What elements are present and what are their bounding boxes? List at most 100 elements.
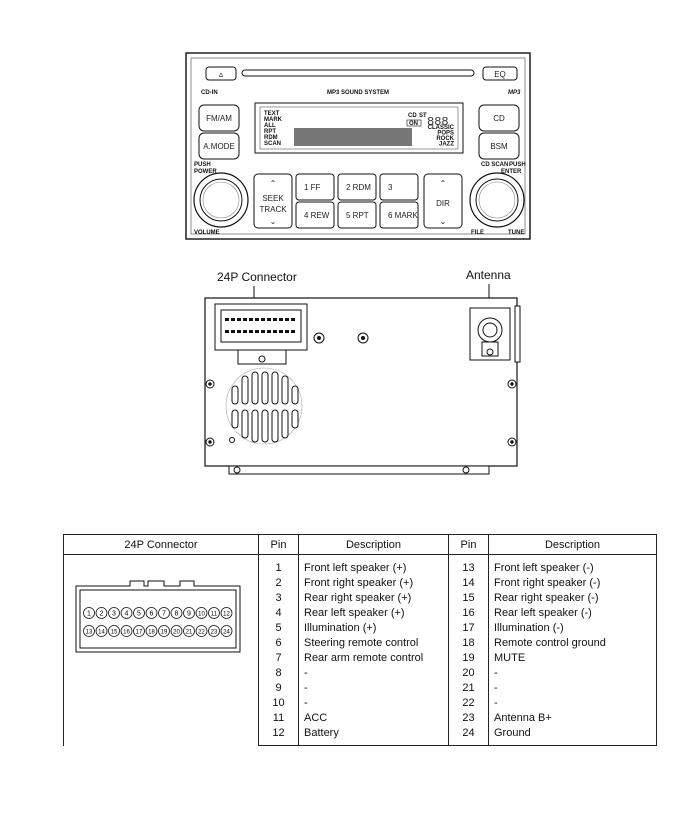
connector-pin-number: 19 bbox=[161, 630, 168, 636]
header-description-a: Description bbox=[298, 534, 449, 555]
eq-label: EQ bbox=[494, 70, 506, 79]
connector-pin-number: 1 bbox=[87, 611, 91, 618]
display-st: ST bbox=[419, 113, 427, 119]
pin-description: - bbox=[298, 666, 449, 681]
power-label: POWER bbox=[194, 169, 217, 175]
pin-table-row: 10-22- bbox=[64, 696, 657, 711]
connector-pin-circle bbox=[158, 625, 170, 637]
connector-pin-number: 12 bbox=[223, 612, 230, 618]
svg-text:⌃: ⌃ bbox=[440, 179, 447, 188]
connector-pin-circle bbox=[220, 607, 233, 619]
pin-number: 23 bbox=[448, 711, 489, 726]
connector-pin-number: 3 bbox=[112, 611, 116, 618]
pin-number: 2 bbox=[258, 576, 299, 591]
connector-pin-circle bbox=[195, 625, 208, 637]
mp3-logo: MP3 bbox=[508, 90, 521, 96]
a-mode-button[interactable]: A.MODE bbox=[198, 132, 240, 160]
rear-connector-pin bbox=[267, 330, 271, 333]
pin-description: Battery bbox=[298, 726, 449, 746]
rear-connector-pin bbox=[279, 330, 283, 333]
rear-connector-pin bbox=[267, 318, 271, 321]
connector-pin-circle bbox=[208, 607, 220, 619]
connector-pin-circle bbox=[183, 625, 195, 637]
connector-pin-number: 24 bbox=[223, 630, 230, 636]
dir-button[interactable]: ⌃ DIR ⌄ bbox=[423, 173, 463, 229]
seek-track-button[interactable]: ⌃ SEEK TRACK ⌄ bbox=[253, 173, 293, 229]
pin-description: ACC bbox=[298, 711, 449, 726]
pin-number: 9 bbox=[258, 681, 299, 696]
pin-number: 16 bbox=[448, 606, 489, 621]
pin-description: - bbox=[488, 666, 657, 681]
pin-description: Front left speaker (-) bbox=[488, 554, 657, 576]
svg-text:888: 888 bbox=[427, 115, 449, 129]
display-eq-mode: CLASSIC bbox=[428, 125, 455, 131]
pin-number: 5 bbox=[258, 621, 299, 636]
rear-connector-pin bbox=[255, 330, 259, 333]
connector-pin-number: 15 bbox=[111, 630, 118, 636]
pin-number: 10 bbox=[258, 696, 299, 711]
pin-number: 17 bbox=[448, 621, 489, 636]
pin-number: 24 bbox=[448, 726, 489, 746]
display-indicator: SCAN bbox=[264, 141, 281, 147]
tune-knob[interactable] bbox=[469, 172, 525, 228]
fm-am-button[interactable]: FM/AM bbox=[198, 104, 240, 132]
connector-pin-circle bbox=[133, 607, 145, 619]
rear-connector-pin bbox=[237, 318, 241, 321]
preset-button-3[interactable]: 3 bbox=[379, 173, 419, 201]
display-indicator: ALL bbox=[264, 123, 276, 129]
rear-connector-pin bbox=[261, 318, 265, 321]
rear-connector-pin bbox=[285, 318, 289, 321]
header-pin-a: Pin bbox=[258, 534, 299, 555]
svg-text:⌄: ⌄ bbox=[270, 217, 277, 226]
display-on: ON bbox=[409, 121, 418, 127]
connector-pin-number: 9 bbox=[187, 611, 191, 618]
preset-button-4[interactable]: 4 REW bbox=[295, 201, 335, 229]
cd-button[interactable]: CD bbox=[478, 104, 520, 132]
preset-button-1[interactable]: 1 FF bbox=[295, 173, 335, 201]
antenna-jack bbox=[469, 307, 511, 361]
bsm-button[interactable]: BSM bbox=[478, 132, 520, 160]
preset-label: 4 REW bbox=[304, 211, 330, 220]
cd-in-label: CD-IN bbox=[201, 90, 218, 96]
tune-label: TUNE bbox=[508, 230, 524, 236]
preset-button-6[interactable]: 6 MARK bbox=[379, 201, 419, 229]
connector-pin-circle bbox=[95, 625, 108, 637]
preset-button-2[interactable]: 2 RDM bbox=[337, 173, 377, 201]
rear-connector-pin bbox=[225, 318, 229, 321]
pin-description: Ground bbox=[488, 726, 657, 746]
pin-description: Front right speaker (+) bbox=[298, 576, 449, 591]
preset-label: 5 RPT bbox=[346, 211, 369, 220]
connector-pin-number: 14 bbox=[98, 630, 105, 636]
preset-button-5[interactable]: 5 RPT bbox=[337, 201, 377, 229]
connector-pin-number: 4 bbox=[125, 611, 129, 618]
svg-text:⌃: ⌃ bbox=[270, 179, 277, 188]
pin-description: Steering remote control bbox=[298, 636, 449, 651]
pin-description: Rear arm remote control bbox=[298, 651, 449, 666]
pin-number: 15 bbox=[448, 591, 489, 606]
rear-connector-pin bbox=[279, 318, 283, 321]
volume-knob[interactable] bbox=[193, 172, 249, 228]
connector-pin-number: 16 bbox=[123, 630, 130, 636]
display-indicator: TEXT bbox=[264, 111, 280, 117]
speaker-vent bbox=[225, 367, 303, 445]
connector-pin-number: 2 bbox=[100, 611, 104, 618]
eject-button[interactable]: ▵ bbox=[205, 66, 237, 81]
eq-button[interactable]: EQ bbox=[482, 66, 518, 81]
head-unit-rear-view bbox=[204, 284, 521, 475]
header-pin-b: Pin bbox=[448, 534, 489, 555]
connector-pin-number: 13 bbox=[86, 630, 93, 636]
connector-pin-number: 5 bbox=[137, 611, 141, 618]
rear-connector-pin bbox=[255, 318, 259, 321]
connector-pin-circle bbox=[120, 625, 133, 637]
pin-number: 3 bbox=[258, 591, 299, 606]
pin-description: Front right speaker (-) bbox=[488, 576, 657, 591]
antenna-callout: Antenna bbox=[466, 268, 511, 282]
connector-pin-number: 6 bbox=[150, 611, 154, 618]
connector-pin-circle bbox=[108, 607, 120, 619]
connector-pin-number: 7 bbox=[162, 611, 166, 618]
connector-callout: 24P Connector bbox=[217, 270, 297, 284]
